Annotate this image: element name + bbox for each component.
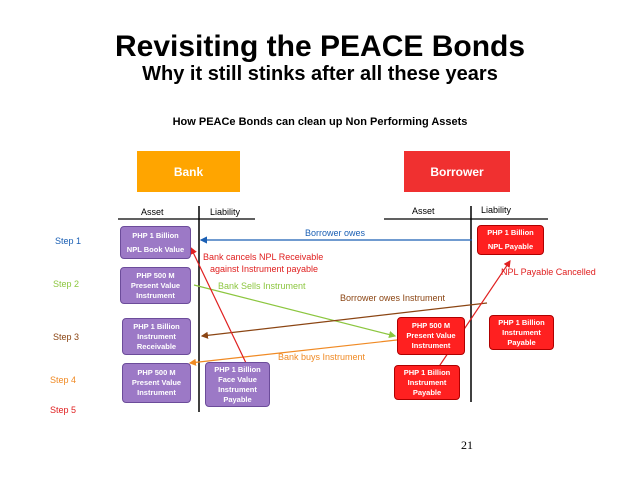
bank-asset-header: Asset — [141, 207, 164, 217]
step-4-label: Step 4 — [50, 375, 77, 385]
borrower-header-label: Borrower — [430, 164, 484, 179]
box-line: Payable — [223, 394, 252, 404]
box-line: Instrument — [407, 377, 447, 387]
page-title: Revisiting the PEACE Bonds — [114, 30, 526, 63]
box-line: Instrument — [137, 388, 176, 397]
diagram-heading: How PEACe Bonds can clean up Non Perform… — [172, 116, 468, 128]
bank-sells-arrow — [193, 284, 397, 339]
step-5-label: Step 5 — [50, 405, 77, 415]
bank-buys-label: Bank buys Instrument — [278, 352, 366, 362]
page-subtitle: Why it still stinks after all these year… — [142, 63, 498, 85]
box-line: PHP 1 Billion — [487, 228, 534, 237]
borrower-owes-instrument-arrow — [200, 302, 488, 339]
bank-header-label: Bank — [173, 164, 204, 179]
bank-liability-header: Liability — [210, 207, 241, 217]
box-line: PHP 1 Billion — [132, 230, 179, 240]
box-line: Instrument — [137, 331, 176, 341]
page-number: 21 — [461, 438, 473, 452]
bank-pv-instrument-box-2: PHP 500 M Present Value Instrument — [122, 363, 191, 403]
box-line: PHP 1 Billion — [403, 367, 451, 377]
box-line: PHP 500 M — [137, 368, 176, 377]
box-line: Receivable — [136, 341, 177, 351]
bank-cancels-arrow — [190, 246, 247, 364]
bank-header: Bank — [137, 151, 240, 192]
box-line: Face Value — [218, 374, 257, 384]
box-line: Instrument — [502, 327, 541, 337]
borrower-asset-header: Asset — [412, 206, 435, 216]
bank-cancels-label-1: Bank cancels NPL Receivable — [203, 252, 324, 262]
bank-instrument-receivable-box: PHP 1 Billion Instrument Receivable — [122, 318, 191, 355]
box-line: Present Value — [130, 280, 181, 290]
bank-npl-book-value-box: PHP 1 Billion NPL Book Value — [120, 226, 191, 259]
borrower-instrument-payable-box: PHP 1 Billion Instrument Payable — [489, 315, 554, 350]
box-line: PHP 1 Billion — [133, 321, 180, 331]
bank-sells-label: Bank Sells Instrument — [218, 281, 306, 291]
box-line: Payable — [507, 337, 536, 347]
bank-fv-instrument-payable-box: PHP 1 Billion Face Value Instrument Paya… — [205, 362, 270, 407]
borrower-npl-payable-box: PHP 1 Billion NPL Payable — [477, 225, 544, 255]
borrower-liability-header: Liability — [481, 205, 512, 215]
box-line: PHP 1 Billion — [498, 317, 545, 327]
box-line: Present Value — [406, 331, 456, 340]
box-line: Payable — [412, 387, 442, 397]
step-1-label: Step 1 — [55, 236, 82, 246]
box-line: NPL Book Value — [126, 244, 185, 254]
step-2-label: Step 2 — [53, 279, 80, 289]
bank-cancels-label-2: against Instrument payable — [210, 264, 319, 274]
borrower-pv-instrument-box: PHP 500 M Present Value Instrument — [397, 317, 465, 355]
box-line: Instrument — [411, 341, 451, 350]
borrower-owes-instrument-label: Borrower owes Instrument — [340, 293, 446, 303]
box-line: PHP 500 M — [411, 321, 451, 330]
borrower-header: Borrower — [404, 151, 510, 192]
box-line: Present Value — [131, 378, 182, 387]
box-line: PHP 500 M — [136, 270, 175, 280]
box-line: NPL Payable — [487, 242, 534, 251]
box-line: Instrument — [136, 290, 175, 300]
npl-cancelled-label: NPL Payable Cancelled — [501, 267, 596, 277]
box-line: Instrument — [218, 384, 257, 394]
borrower-owes-label: Borrower owes — [305, 228, 366, 238]
box-line: PHP 1 Billion — [214, 364, 261, 374]
bank-pv-instrument-box: PHP 500 M Present Value Instrument — [120, 267, 191, 304]
borrower-instrument-payable-box-2: PHP 1 Billion Instrument Payable — [394, 365, 460, 400]
step-3-label: Step 3 — [53, 332, 80, 342]
